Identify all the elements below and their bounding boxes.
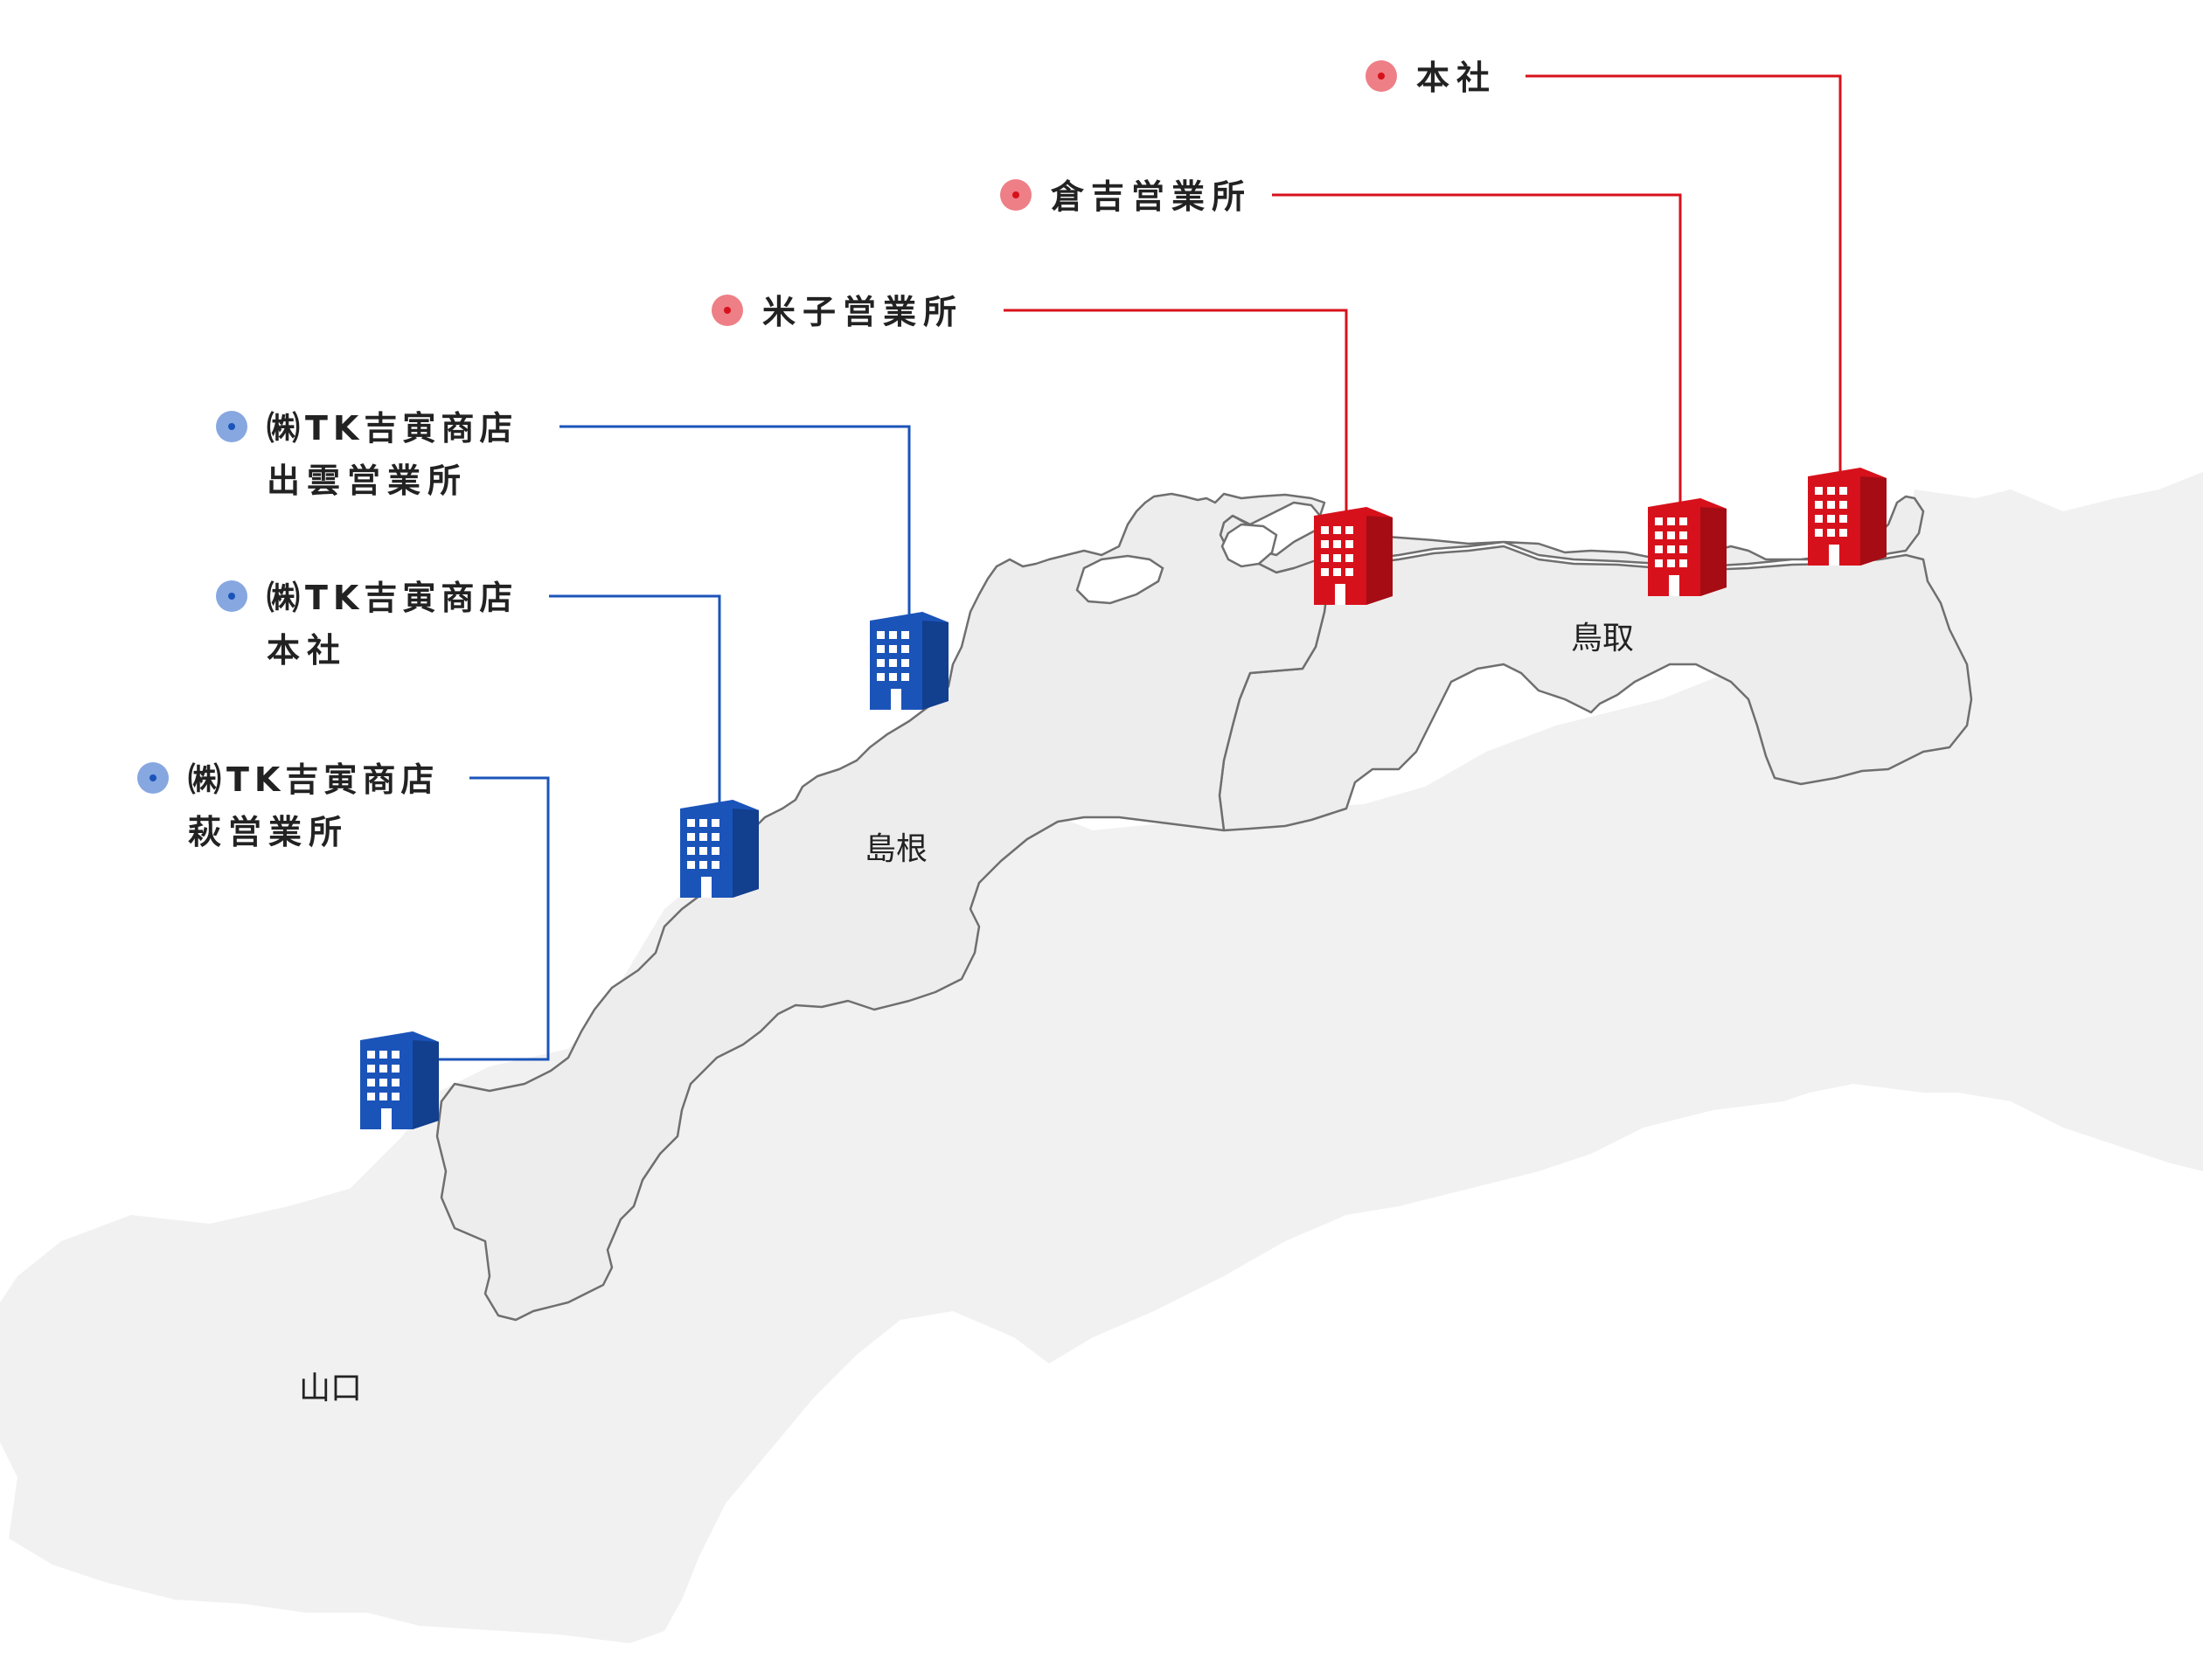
shimane-prefecture [435, 492, 1331, 1322]
lake-shinji [1075, 554, 1164, 605]
office-label-shimane-hq-line1: ㈱TK吉寅商店 [267, 579, 518, 617]
leader-line-izumo [559, 425, 911, 625]
office-marker-kurayoshi[interactable]: 倉吉営業所 [1000, 177, 1727, 596]
leader-line-tottori-hq [1525, 74, 1842, 476]
office-label-izumo-line2: 出雲営業所 [267, 462, 468, 500]
office-label-shimane-hq-line2: 本社 [267, 631, 347, 670]
office-label-hagi-line1: ㈱TK吉寅商店 [188, 760, 439, 799]
label-dot-center [228, 423, 235, 430]
leader-line-hagi [437, 776, 550, 1061]
region-label-shimane: 島根 [865, 831, 928, 867]
office-building-icon [680, 800, 759, 898]
office-marker-izumo[interactable]: ㈱TK吉寅商店 出雲営業所 [216, 409, 949, 710]
building-side-face [1366, 516, 1393, 605]
office-marker-tottori-hq[interactable]: 本社 [1366, 59, 1887, 566]
office-marker-yonago[interactable]: 米子営業所 [712, 293, 1393, 605]
region-label-tottori: 鳥取 [1571, 621, 1634, 656]
office-label-yonago: 米子営業所 [762, 293, 963, 331]
office-building-icon [360, 1031, 439, 1129]
label-dot-center [724, 307, 731, 314]
office-label-izumo-line1: ㈱TK吉寅商店 [267, 409, 518, 448]
label-dot-center [1012, 191, 1019, 198]
office-label-hagi-line2: 萩営業所 [188, 813, 349, 851]
region-label-yamaguchi: 山口 [299, 1371, 362, 1406]
building-side-face [1700, 507, 1727, 596]
lake-nakaumi [1220, 523, 1278, 568]
surrounding-land [0, 472, 2203, 1643]
label-dot-center [149, 774, 156, 781]
office-building-icon [1648, 498, 1727, 596]
office-label-kurayoshi: 倉吉営業所 [1050, 177, 1252, 216]
building-side-face [413, 1040, 439, 1129]
office-building-icon [870, 612, 949, 710]
office-building-icon [1314, 507, 1393, 605]
office-marker-shimane-hq[interactable]: ㈱TK吉寅商店 本社 [216, 579, 759, 898]
office-label-tottori-hq: 本社 [1416, 59, 1497, 97]
leader-line-yonago [1004, 309, 1348, 516]
label-dot-center [228, 593, 235, 600]
office-marker-hagi[interactable]: ㈱TK吉寅商店 萩営業所 [137, 760, 550, 1129]
label-dot-center [1378, 73, 1385, 80]
leader-line-kurayoshi [1272, 193, 1682, 507]
leader-line-shimane-hq [549, 594, 721, 804]
office-building-icon [1808, 468, 1887, 566]
building-side-face [733, 809, 759, 898]
building-side-face [922, 621, 949, 710]
building-side-face [1860, 476, 1887, 566]
